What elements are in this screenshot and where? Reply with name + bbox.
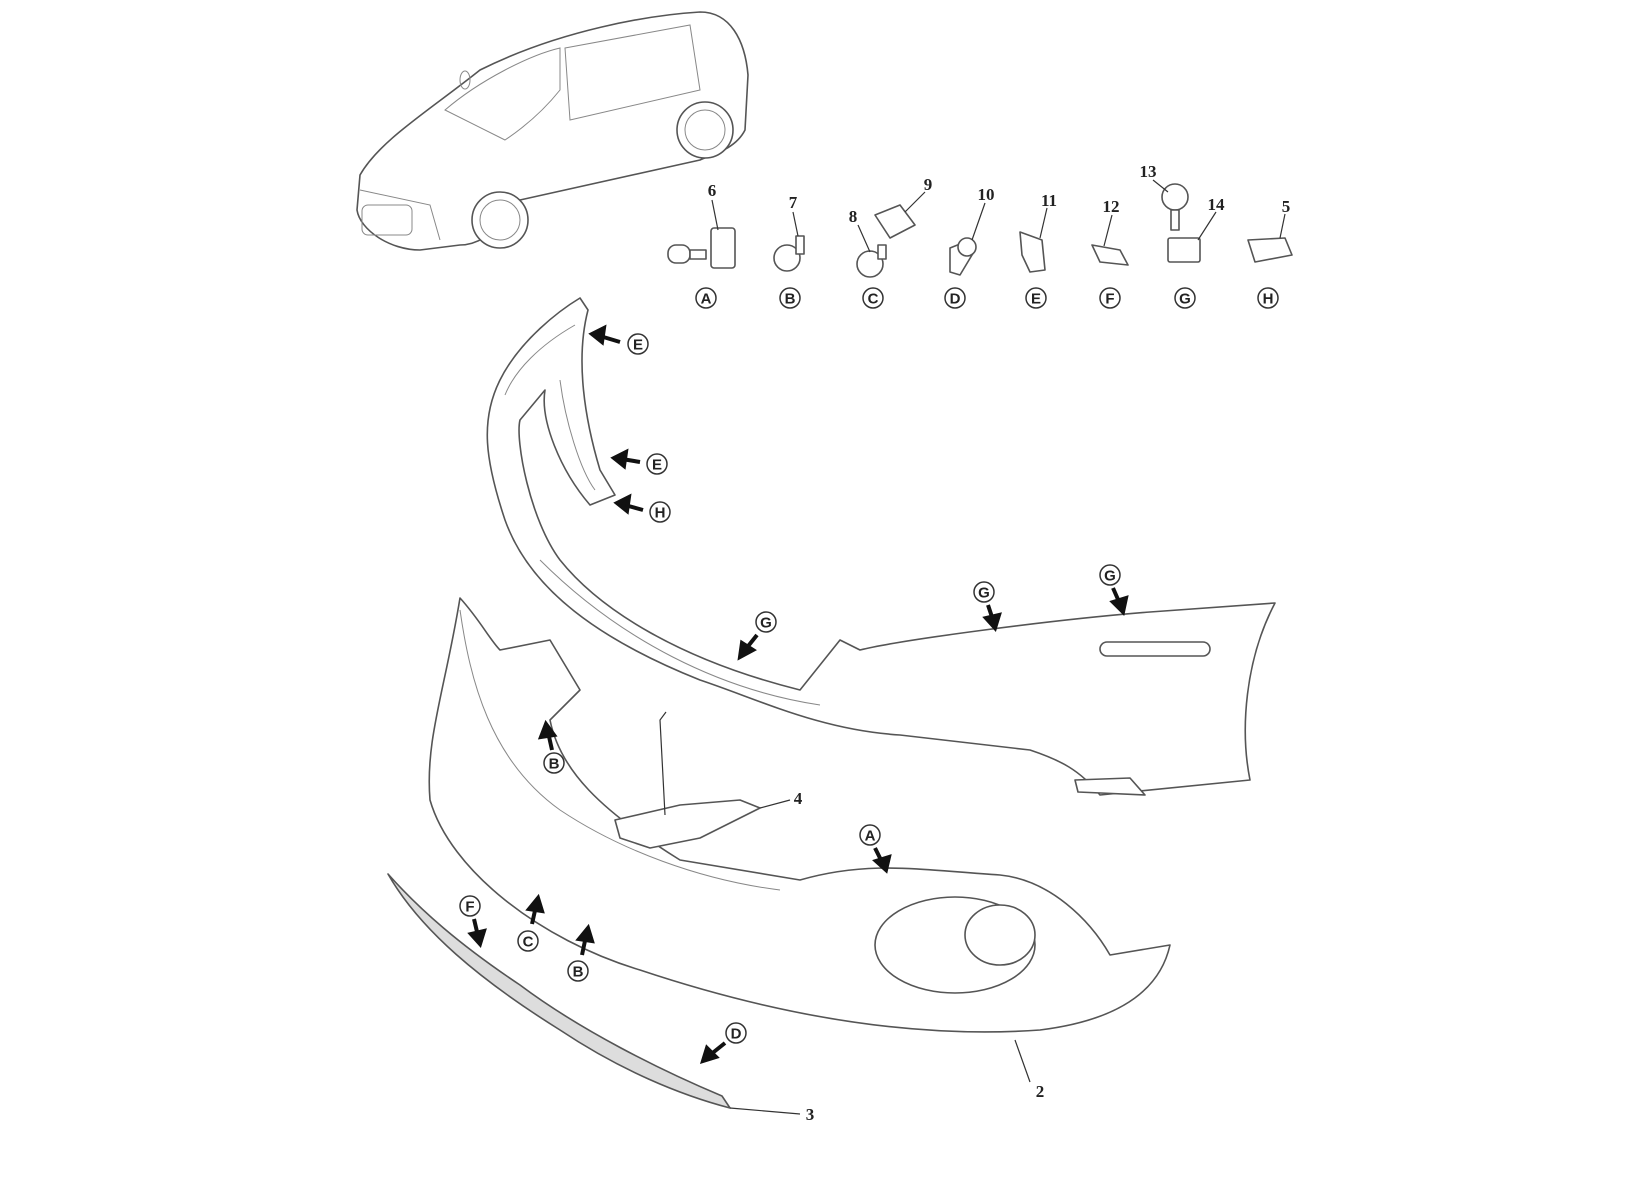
callout-f: F	[459, 895, 481, 917]
callout-g: G	[1099, 564, 1121, 586]
part-number-8: 8	[849, 207, 858, 226]
car-illustration	[356, 11, 749, 251]
svg-text:A: A	[701, 291, 712, 308]
callout-e: E	[627, 333, 649, 355]
callout-b: B	[543, 752, 565, 774]
svg-text:A: A	[865, 828, 876, 845]
callout-h: H	[649, 501, 671, 523]
svg-text:E: E	[1031, 291, 1041, 308]
fastener-letter-a: A	[695, 287, 717, 309]
part-number-6: 6	[708, 181, 717, 200]
svg-text:E: E	[652, 457, 662, 474]
svg-text:G: G	[1179, 291, 1191, 308]
svg-text:G: G	[978, 585, 990, 602]
svg-text:C: C	[523, 934, 534, 951]
part-number-4: 4	[794, 789, 803, 808]
callout-b: B	[567, 960, 589, 982]
part-number-14: 14	[1208, 195, 1226, 214]
part-number-7: 7	[789, 193, 798, 212]
svg-text:D: D	[731, 1026, 742, 1043]
callout-a: A	[859, 824, 881, 846]
part-number-11: 11	[1041, 191, 1057, 210]
svg-text:F: F	[465, 899, 474, 916]
fastener-letter-f: F	[1099, 287, 1121, 309]
svg-text:F: F	[1105, 291, 1114, 308]
part-number-12: 12	[1103, 197, 1120, 216]
fastener-letter-d: D	[944, 287, 966, 309]
svg-text:B: B	[573, 964, 584, 981]
svg-text:E: E	[633, 337, 643, 354]
part-number-9: 9	[924, 175, 933, 194]
fastener-letter-c: C	[862, 287, 884, 309]
part-number-2: 2	[1036, 1082, 1045, 1101]
callout-e: E	[646, 453, 668, 475]
upper-bumper-part	[486, 297, 1276, 796]
part-number-3: 3	[806, 1105, 815, 1124]
fastener-letter-g: G	[1174, 287, 1196, 309]
callout-d: D	[725, 1022, 747, 1044]
part-number-10: 10	[978, 185, 995, 204]
svg-text:G: G	[760, 615, 772, 632]
callouts: E E H G G G B A F C B D	[459, 324, 1129, 1065]
part-number-13: 13	[1140, 162, 1157, 181]
svg-text:B: B	[785, 291, 796, 308]
svg-text:H: H	[1263, 291, 1274, 308]
svg-text:H: H	[655, 505, 666, 522]
lower-bumper-part-2	[428, 597, 1171, 1033]
fastener-row: 6 7 8 9 10 11 12 13 14 5 A B C D E F G H	[667, 162, 1293, 309]
callout-g: G	[973, 581, 995, 603]
grille-part-3	[387, 873, 801, 1115]
svg-text:B: B	[549, 756, 560, 773]
callout-g: G	[755, 611, 777, 633]
callout-c: C	[517, 930, 539, 952]
fastener-letter-e: E	[1025, 287, 1047, 309]
fastener-letter-b: B	[779, 287, 801, 309]
svg-text:D: D	[950, 291, 961, 308]
fastener-letter-h: H	[1257, 287, 1279, 309]
bracket-part-4	[614, 711, 791, 849]
svg-text:C: C	[868, 291, 879, 308]
part-number-5: 5	[1282, 197, 1291, 216]
svg-text:G: G	[1104, 568, 1116, 585]
